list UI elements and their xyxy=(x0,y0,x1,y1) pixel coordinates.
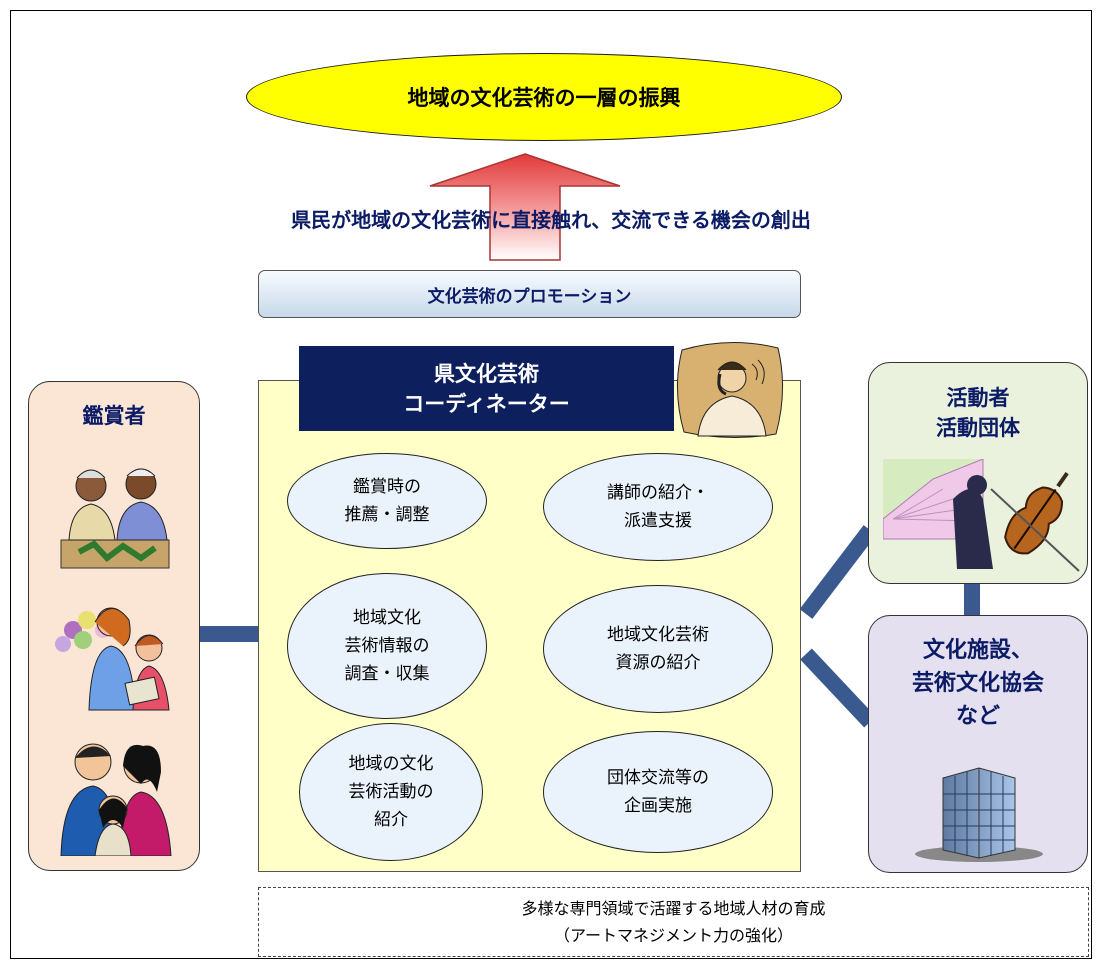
goal-ellipse: 地域の文化芸術の一層の振興 xyxy=(246,53,842,141)
phone-operator-icon xyxy=(677,342,783,439)
role-oval: 地域の文化 芸術活動の 紹介 xyxy=(299,723,483,861)
elderly-couple-icon xyxy=(60,468,170,569)
development-line: 多様な専門領域で活躍する地域人材の育成 xyxy=(521,899,826,918)
role-line: 推薦・調整 xyxy=(344,505,430,525)
role-line: 鑑賞時の xyxy=(353,477,421,497)
activists-panel: 活動者 活動団体 xyxy=(868,362,1088,584)
development-line: （アートマネジメント力の強化） xyxy=(553,926,794,945)
role-line: 地域文化 xyxy=(353,608,421,628)
facilities-label-line: 芸術文化協会 xyxy=(911,671,1044,696)
role-line: 調査・収集 xyxy=(344,664,430,684)
coordinator-title-line: 県文化芸術 xyxy=(434,361,539,386)
role-line: 地域の文化 xyxy=(348,754,434,774)
role-line: 団体交流等の xyxy=(607,768,709,788)
coordinator-title: 県文化芸術 コーディネーター xyxy=(299,346,674,431)
facilities-panel: 文化施設、 芸術文化協会 など xyxy=(868,615,1088,873)
diagram-frame xyxy=(10,10,1092,959)
role-oval: 鑑賞時の 推薦・調整 xyxy=(287,453,487,549)
goal-text: 地域の文化芸術の一層の振興 xyxy=(407,86,681,110)
coordinator-panel: 鑑賞時の 推薦・調整 講師の紹介・ 派遣支援 地域文化 芸術情報の 調査・収集 … xyxy=(258,380,801,872)
role-oval: 地域文化 芸術情報の 調査・収集 xyxy=(287,573,487,719)
role-line: 芸術情報の xyxy=(344,636,430,656)
role-line: 講師の紹介・ xyxy=(607,483,709,503)
development-box: 多様な専門領域で活躍する地域人材の育成 （アートマネジメント力の強化） xyxy=(258,887,1089,957)
creation-text: 県民が地域の文化芸術に直接触れ、交流できる機会の創出 xyxy=(291,207,811,232)
appreciators-label: 鑑賞者 xyxy=(82,404,146,428)
role-line: 企画実施 xyxy=(624,796,692,816)
role-oval: 地域文化芸術 資源の紹介 xyxy=(543,585,773,713)
role-line: 紹介 xyxy=(374,810,408,830)
role-line: 派遣支援 xyxy=(624,511,692,531)
promotion-label: 文化芸術のプロモーション xyxy=(427,286,632,307)
facilities-label: 文化施設、 芸術文化協会 など xyxy=(869,634,1087,733)
role-line: 地域文化芸術 xyxy=(607,625,709,645)
activists-label-line: 活動者 xyxy=(946,386,1010,410)
facilities-label-line: 文化施設、 xyxy=(922,638,1033,663)
promotion-box: 文化芸術のプロモーション xyxy=(258,270,801,318)
coordinator-title-line: コーディネーター xyxy=(403,391,570,416)
flower-bouquet-family-icon xyxy=(55,607,170,711)
violin-icon xyxy=(990,471,1080,572)
connector-facilities xyxy=(800,648,876,728)
role-line: 資源の紹介 xyxy=(615,653,701,673)
fan-dancer-icon xyxy=(883,459,993,569)
appreciators-panel: 鑑賞者 xyxy=(28,381,200,871)
upward-arrow xyxy=(429,153,621,261)
role-oval: 団体交流等の 企画実施 xyxy=(543,731,773,853)
family-icon xyxy=(60,743,172,856)
facilities-label-line: など xyxy=(955,704,1000,729)
role-line: 芸術活動の xyxy=(348,782,434,802)
role-oval: 講師の紹介・ 派遣支援 xyxy=(543,453,773,561)
activists-label-line: 活動団体 xyxy=(936,416,1020,440)
activists-label: 活動者 活動団体 xyxy=(869,383,1087,443)
office-building-icon xyxy=(915,767,1043,862)
connector-activists xyxy=(799,525,877,619)
